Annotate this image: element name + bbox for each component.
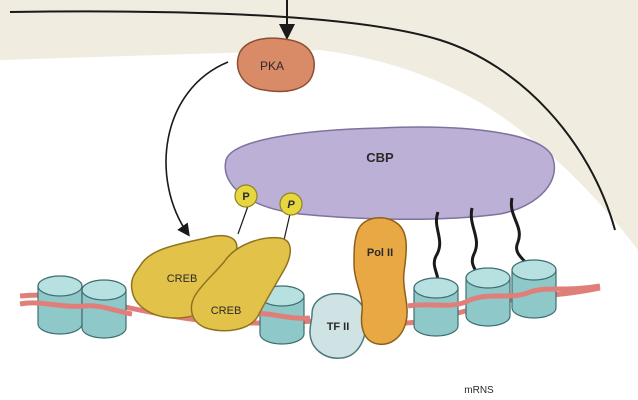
creb-label-1: CREB — [167, 273, 198, 285]
phosphate-1 — [234, 184, 258, 208]
cell-membrane-line — [9, 10, 616, 231]
phosphate-2 — [279, 192, 303, 216]
p1-tether — [237, 205, 249, 235]
mrna-label: mRNS — [464, 385, 494, 396]
pka-to-creb-arrow — [165, 61, 229, 237]
pol2-protein — [353, 217, 408, 346]
cbp-protein — [224, 126, 556, 221]
creb-label-2: CREB — [211, 305, 242, 317]
cbp-label: CBP — [366, 150, 394, 165]
tf2-protein — [309, 292, 367, 359]
cbp-tether-1 — [432, 211, 442, 287]
pka-label: PKA — [260, 59, 284, 73]
creb-protein-2 — [190, 236, 291, 332]
nucleosome-2 — [81, 279, 127, 339]
tf2-label: TF II — [327, 321, 350, 333]
nucleosome-4 — [413, 277, 459, 337]
cbp-tether-2 — [469, 207, 479, 278]
nucleosome-5 — [465, 267, 511, 327]
cytoplasm-region — [0, 0, 638, 250]
pka-protein — [236, 37, 315, 93]
pol2-label: Pol II — [367, 247, 393, 259]
p2-tether — [283, 213, 291, 241]
nucleosome-6 — [511, 259, 557, 319]
phosphate-label-1: P — [242, 191, 249, 203]
nucleosome-1 — [37, 275, 83, 335]
phosphate-label-2: P — [287, 199, 295, 211]
